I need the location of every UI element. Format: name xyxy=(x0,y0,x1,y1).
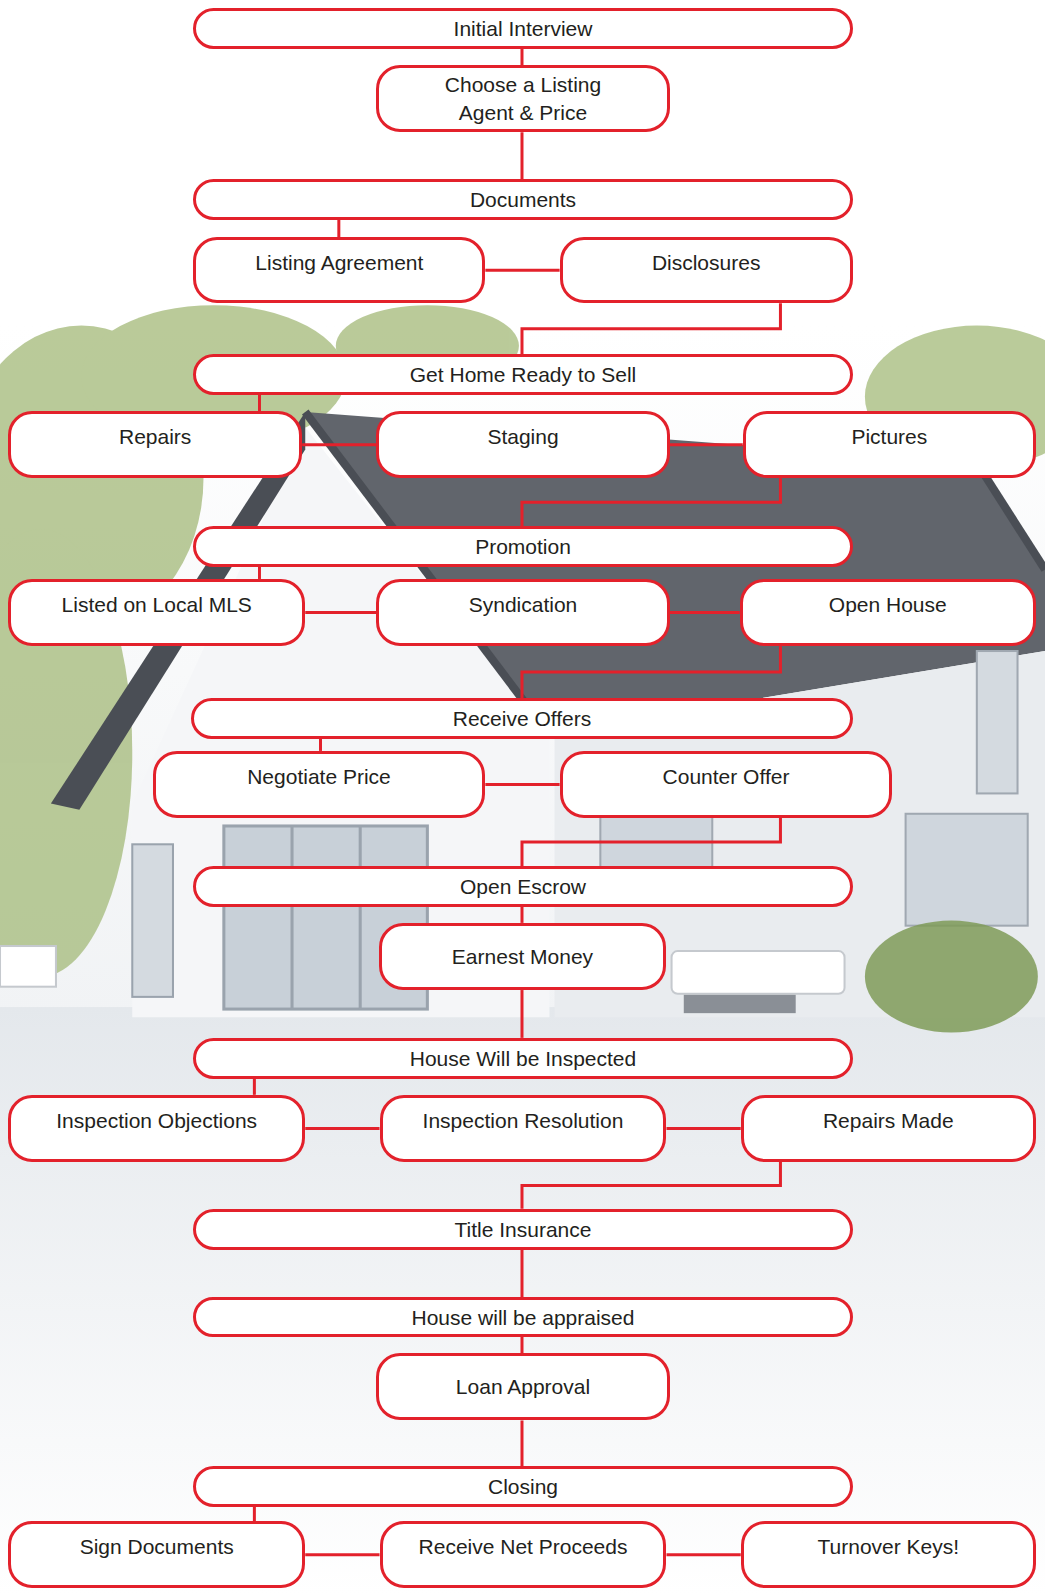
step-label: Initial Interview xyxy=(454,15,593,42)
step-label: Listing Agreement xyxy=(206,249,472,276)
flow-connector xyxy=(302,443,376,446)
step-label: Closing xyxy=(488,1473,558,1500)
step-box: Pictures xyxy=(743,411,1036,478)
flow-connector xyxy=(520,990,523,1038)
step-label: Staging xyxy=(389,423,656,450)
step-label: Sign Documents xyxy=(21,1533,292,1560)
flow-connector xyxy=(258,395,261,411)
step-label: Counter Offer xyxy=(573,763,880,790)
flow-connector xyxy=(258,567,261,579)
flow-connector xyxy=(520,1250,523,1298)
step-box: Negotiate Price xyxy=(153,751,486,818)
stage-band: Open Escrow xyxy=(193,866,852,907)
step-label: Get Home Ready to Sell xyxy=(410,361,636,388)
step-box: Repairs xyxy=(8,411,302,478)
flow-connector xyxy=(522,478,780,526)
flow-connector xyxy=(485,269,559,272)
step-box: Repairs Made xyxy=(741,1095,1036,1162)
stage-band: House will be appraised xyxy=(193,1297,852,1337)
step-box: Disclosures xyxy=(560,237,853,303)
flow-connector xyxy=(520,1337,523,1353)
step-box: Earnest Money xyxy=(379,923,667,990)
step-box: Listed on Local MLS xyxy=(8,579,305,646)
step-box: Inspection Resolution xyxy=(380,1095,667,1162)
step-box: Choose a Listing Agent & Price xyxy=(376,65,669,132)
step-label: Promotion xyxy=(475,533,571,560)
step-box: Listing Agreement xyxy=(193,237,485,303)
flow-connector xyxy=(666,1127,740,1130)
flow-connector xyxy=(319,739,322,751)
step-box: Open House xyxy=(740,579,1036,646)
flow-connector xyxy=(305,1127,379,1130)
step-label: Inspection Resolution xyxy=(393,1107,654,1134)
flow-connector xyxy=(670,443,743,446)
step-label: Open Escrow xyxy=(460,873,586,900)
flow-connector xyxy=(522,646,780,698)
stage-band: Title Insurance xyxy=(193,1209,852,1250)
flow-connector xyxy=(520,132,523,179)
step-label: Receive Offers xyxy=(453,705,592,732)
step-label: Receive Net Proceeds xyxy=(393,1533,654,1560)
flow-connector xyxy=(305,1553,379,1556)
step-label: Loan Approval xyxy=(456,1373,590,1400)
step-box: Counter Offer xyxy=(560,751,893,818)
stage-band: Closing xyxy=(193,1466,852,1507)
step-label: Repairs xyxy=(21,423,289,450)
stage-band: Documents xyxy=(193,179,852,220)
step-label: Title Insurance xyxy=(455,1216,592,1243)
flow-connector xyxy=(666,1553,740,1556)
flow-connector xyxy=(520,49,523,65)
step-label: Negotiate Price xyxy=(166,763,473,790)
flow-connector xyxy=(522,1162,780,1209)
flow-connector xyxy=(670,611,740,614)
step-label: Listed on Local MLS xyxy=(21,591,292,618)
flow-connector xyxy=(522,303,780,354)
flow-connector xyxy=(485,783,559,786)
flow-connector xyxy=(520,907,523,923)
step-box: Sign Documents xyxy=(8,1521,305,1588)
step-label: Repairs Made xyxy=(754,1107,1023,1134)
flow-connector xyxy=(253,1507,256,1521)
stage-band: Initial Interview xyxy=(193,8,852,49)
stage-band: Receive Offers xyxy=(191,698,852,739)
flow-connector xyxy=(520,1420,523,1466)
step-label: Earnest Money xyxy=(452,943,593,970)
flow-connector xyxy=(522,818,780,866)
flow-connector xyxy=(253,1079,256,1095)
step-label: Documents xyxy=(470,186,576,213)
step-label: Turnover Keys! xyxy=(754,1533,1023,1560)
stage-band: Promotion xyxy=(193,526,852,567)
step-label: House will be appraised xyxy=(412,1304,635,1331)
step-box: Syndication xyxy=(376,579,669,646)
step-label: Choose a Listing Agent & Price xyxy=(434,71,611,126)
step-box: Receive Net Proceeds xyxy=(380,1521,667,1588)
stage-band: Get Home Ready to Sell xyxy=(193,354,852,395)
step-label: House Will be Inspected xyxy=(410,1045,636,1072)
step-label: Open House xyxy=(753,591,1023,618)
step-label: Syndication xyxy=(389,591,656,618)
step-label: Pictures xyxy=(756,423,1023,450)
step-box: Staging xyxy=(376,411,669,478)
flow-connector xyxy=(337,220,340,237)
stage-band: House Will be Inspected xyxy=(193,1038,852,1079)
step-label: Disclosures xyxy=(573,249,840,276)
step-label: Inspection Objections xyxy=(21,1107,292,1134)
step-box: Loan Approval xyxy=(376,1353,669,1420)
step-box: Inspection Objections xyxy=(8,1095,305,1162)
flow-connector xyxy=(305,611,376,614)
step-box: Turnover Keys! xyxy=(741,1521,1036,1588)
